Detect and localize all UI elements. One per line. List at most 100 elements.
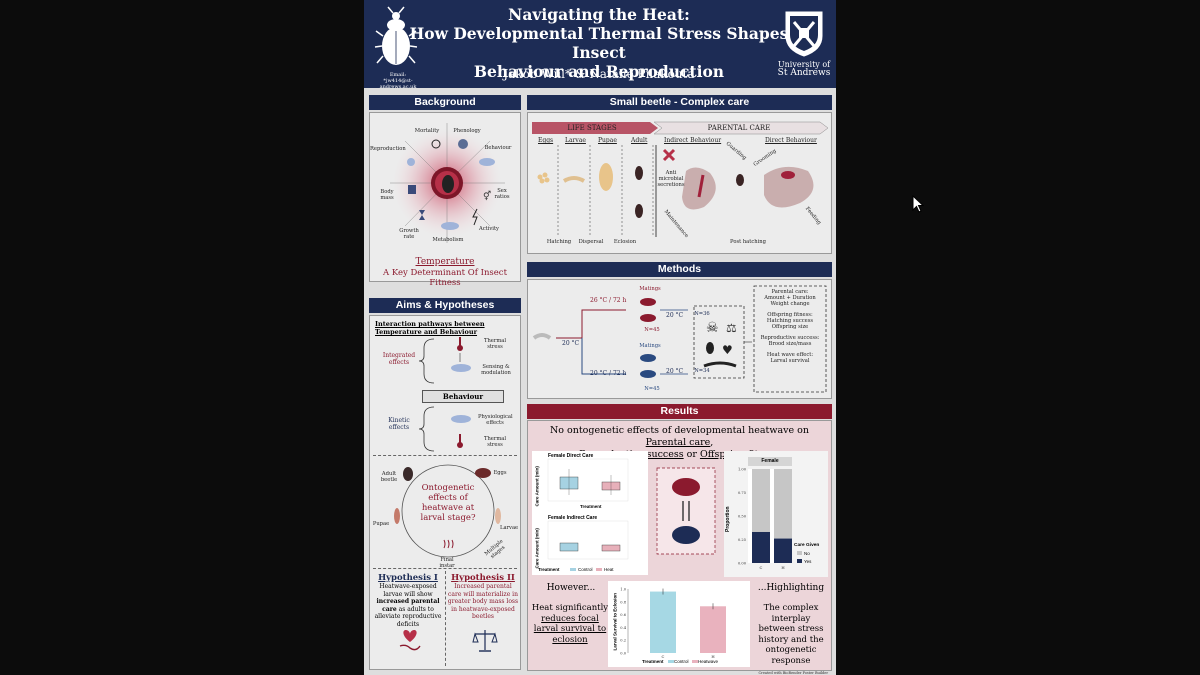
survival-bar — [650, 591, 676, 653]
results-header: Results — [527, 404, 832, 419]
trait-mortality: Mortality — [414, 128, 440, 134]
measure-2: Offspring fitness:Hatching success Offsp… — [755, 312, 825, 330]
life-stages-label: LIFE STAGES — [567, 124, 617, 132]
temperature-title: Temperature — [415, 257, 475, 267]
methods-header: Methods — [527, 262, 832, 277]
event-post-hatching: Post hatching — [730, 239, 766, 245]
integrated-bracket — [418, 338, 435, 384]
physio-cloud-icon — [451, 415, 471, 423]
trait-sex-ratios: Sex ratios — [494, 188, 510, 200]
larvae-icon — [495, 508, 501, 524]
stage-larvae: Larvae — [565, 137, 586, 144]
indirect-box-control — [559, 542, 579, 552]
hypothesis-2-text: Increased parental care will materialize… — [447, 583, 519, 621]
n-36: N=36 — [694, 311, 710, 317]
stage-adult: Adult — [631, 137, 648, 144]
hypothesis-1-text: Heatwave-exposed larvae will show increa… — [372, 583, 444, 628]
integrated-effects: Integrated effects — [382, 352, 416, 366]
trait-phenology: Phenology — [453, 128, 481, 134]
statement-c: , — [710, 437, 714, 448]
box-plot-marks — [547, 458, 629, 571]
poster: Navigating the Heat: How Developmental T… — [364, 0, 836, 675]
heart-icon: ♥ — [722, 343, 733, 357]
measure-3: Reproductive success:Brood size/mass — [755, 335, 825, 347]
base-temperature: 20 °C — [562, 340, 580, 347]
event-dispersal: Dispersal — [578, 239, 604, 245]
aims-panel: Interaction pathways between Temperature… — [369, 315, 521, 670]
thermal-stress-label-2: Thermal stress — [483, 436, 507, 448]
survival-ytick: 0.6 — [620, 613, 626, 617]
proportion-bar-no — [752, 469, 770, 532]
cycle-eggs: Eggs — [493, 470, 507, 476]
methods-diagram: ☠ ⚖ ♥ — [532, 285, 827, 393]
parental-care-label: PARENTAL CARE — [707, 124, 771, 132]
indirect-legend-control: Control — [578, 567, 593, 572]
behaviour-box: Behaviour — [422, 390, 504, 403]
eggs-icon — [475, 468, 491, 478]
stage-eggs: Eggs — [538, 137, 554, 144]
highlighting-label: ...Highlighting — [757, 583, 825, 593]
survival-ytick: 1.0 — [620, 588, 626, 592]
email-block: Email: *jw414@st-andrews.ac.uk — [366, 72, 430, 90]
survival-legend-control: Control — [674, 659, 689, 664]
authors: Jakob Wiil* & Natalie Pilakouta — [503, 67, 695, 81]
skull-icon — [431, 139, 441, 149]
care-banner — [532, 121, 829, 135]
adult-beetle-icon-2 — [635, 204, 643, 218]
aims-divider-2 — [373, 568, 517, 569]
survival-legend-heatwave: Heatwave — [698, 659, 719, 664]
control-treatment: 20 °C / 72 h — [590, 370, 627, 377]
pathways-title: Interaction pathways between Temperature… — [375, 320, 485, 336]
stage-pupae: Pupae — [598, 137, 617, 144]
skull-icon: ☠ — [706, 320, 719, 336]
email-address[interactable]: *jw414@st-andrews.ac.uk — [379, 78, 417, 90]
beetle-hot-icon — [640, 298, 656, 306]
reproduction-icon — [407, 158, 415, 166]
proportion-facet-title: Female — [748, 457, 792, 466]
kinetic-effects: Kinetic effects — [388, 417, 410, 431]
physio-label: Physiological effects — [478, 414, 513, 426]
temperature-subtitle: A Key Determinant Of Insect Fitness — [383, 268, 507, 288]
proportion-legend-yes: Yes — [804, 559, 812, 564]
direct-care-title: Female Direct Care — [548, 453, 594, 459]
indirect-care-title: Female Indirect Care — [548, 515, 598, 521]
proportion-ytick: 0.00 — [738, 562, 747, 566]
direct-care-xlabel: Treatment — [580, 504, 602, 509]
highlight-text: The complex interplay between stress his… — [758, 603, 824, 666]
statement-a: No ontogenetic effects of developmental … — [549, 425, 810, 436]
indirect-care-xlabel: Treatment — [538, 567, 560, 572]
measure-2-detail: Hatching success Offspring size — [766, 318, 814, 330]
proportion-xtick: H — [781, 565, 785, 570]
proportion-ytick: 1.00 — [738, 468, 747, 472]
scale-icon — [408, 185, 416, 194]
anti-microbial-label: Anti microbial secretions — [657, 170, 685, 188]
thermometer-icon — [457, 337, 463, 351]
survival-ytick: 0.0 — [620, 652, 626, 656]
hot-treatment: 26 °C / 72 h — [590, 297, 627, 304]
indirect-behaviour: Indirect Behaviour — [664, 137, 722, 144]
footer-credit: Created with BioRender Poster Builder — [758, 671, 828, 675]
measure-1-detail: Amount + Duration Weight change — [764, 295, 816, 307]
event-hatching: Hatching — [546, 239, 572, 245]
title-line-2: How Developmental Thermal Stress Shapes … — [409, 24, 789, 62]
university-crest-icon — [785, 11, 823, 57]
proportion-ytick: 0.25 — [738, 538, 747, 542]
heart-hand-icon — [399, 630, 421, 651]
proportion-bar-yes — [752, 531, 770, 563]
however-label: However... — [546, 583, 596, 593]
poster-title: Navigating the Heat: How Developmental T… — [404, 5, 794, 81]
survival-xtick: C — [662, 654, 665, 659]
survival-xtick: H — [711, 654, 715, 659]
arrow-down-icon — [459, 353, 461, 362]
trait-behaviour: Behaviour — [484, 145, 512, 151]
aims-header: Aims & Hypotheses — [369, 298, 521, 313]
proportion-xtick: C — [760, 565, 763, 570]
proportion-legend-no: No — [804, 551, 810, 556]
title-line-1: Navigating the Heat: — [508, 5, 690, 24]
matings-2: Matings — [639, 343, 661, 349]
indirect-box-heat — [601, 544, 621, 552]
trait-activity: Activity — [478, 226, 499, 232]
measure-4: Heat wave effect:Larval survival — [755, 352, 825, 364]
n-45-a: N=45 — [644, 327, 660, 333]
